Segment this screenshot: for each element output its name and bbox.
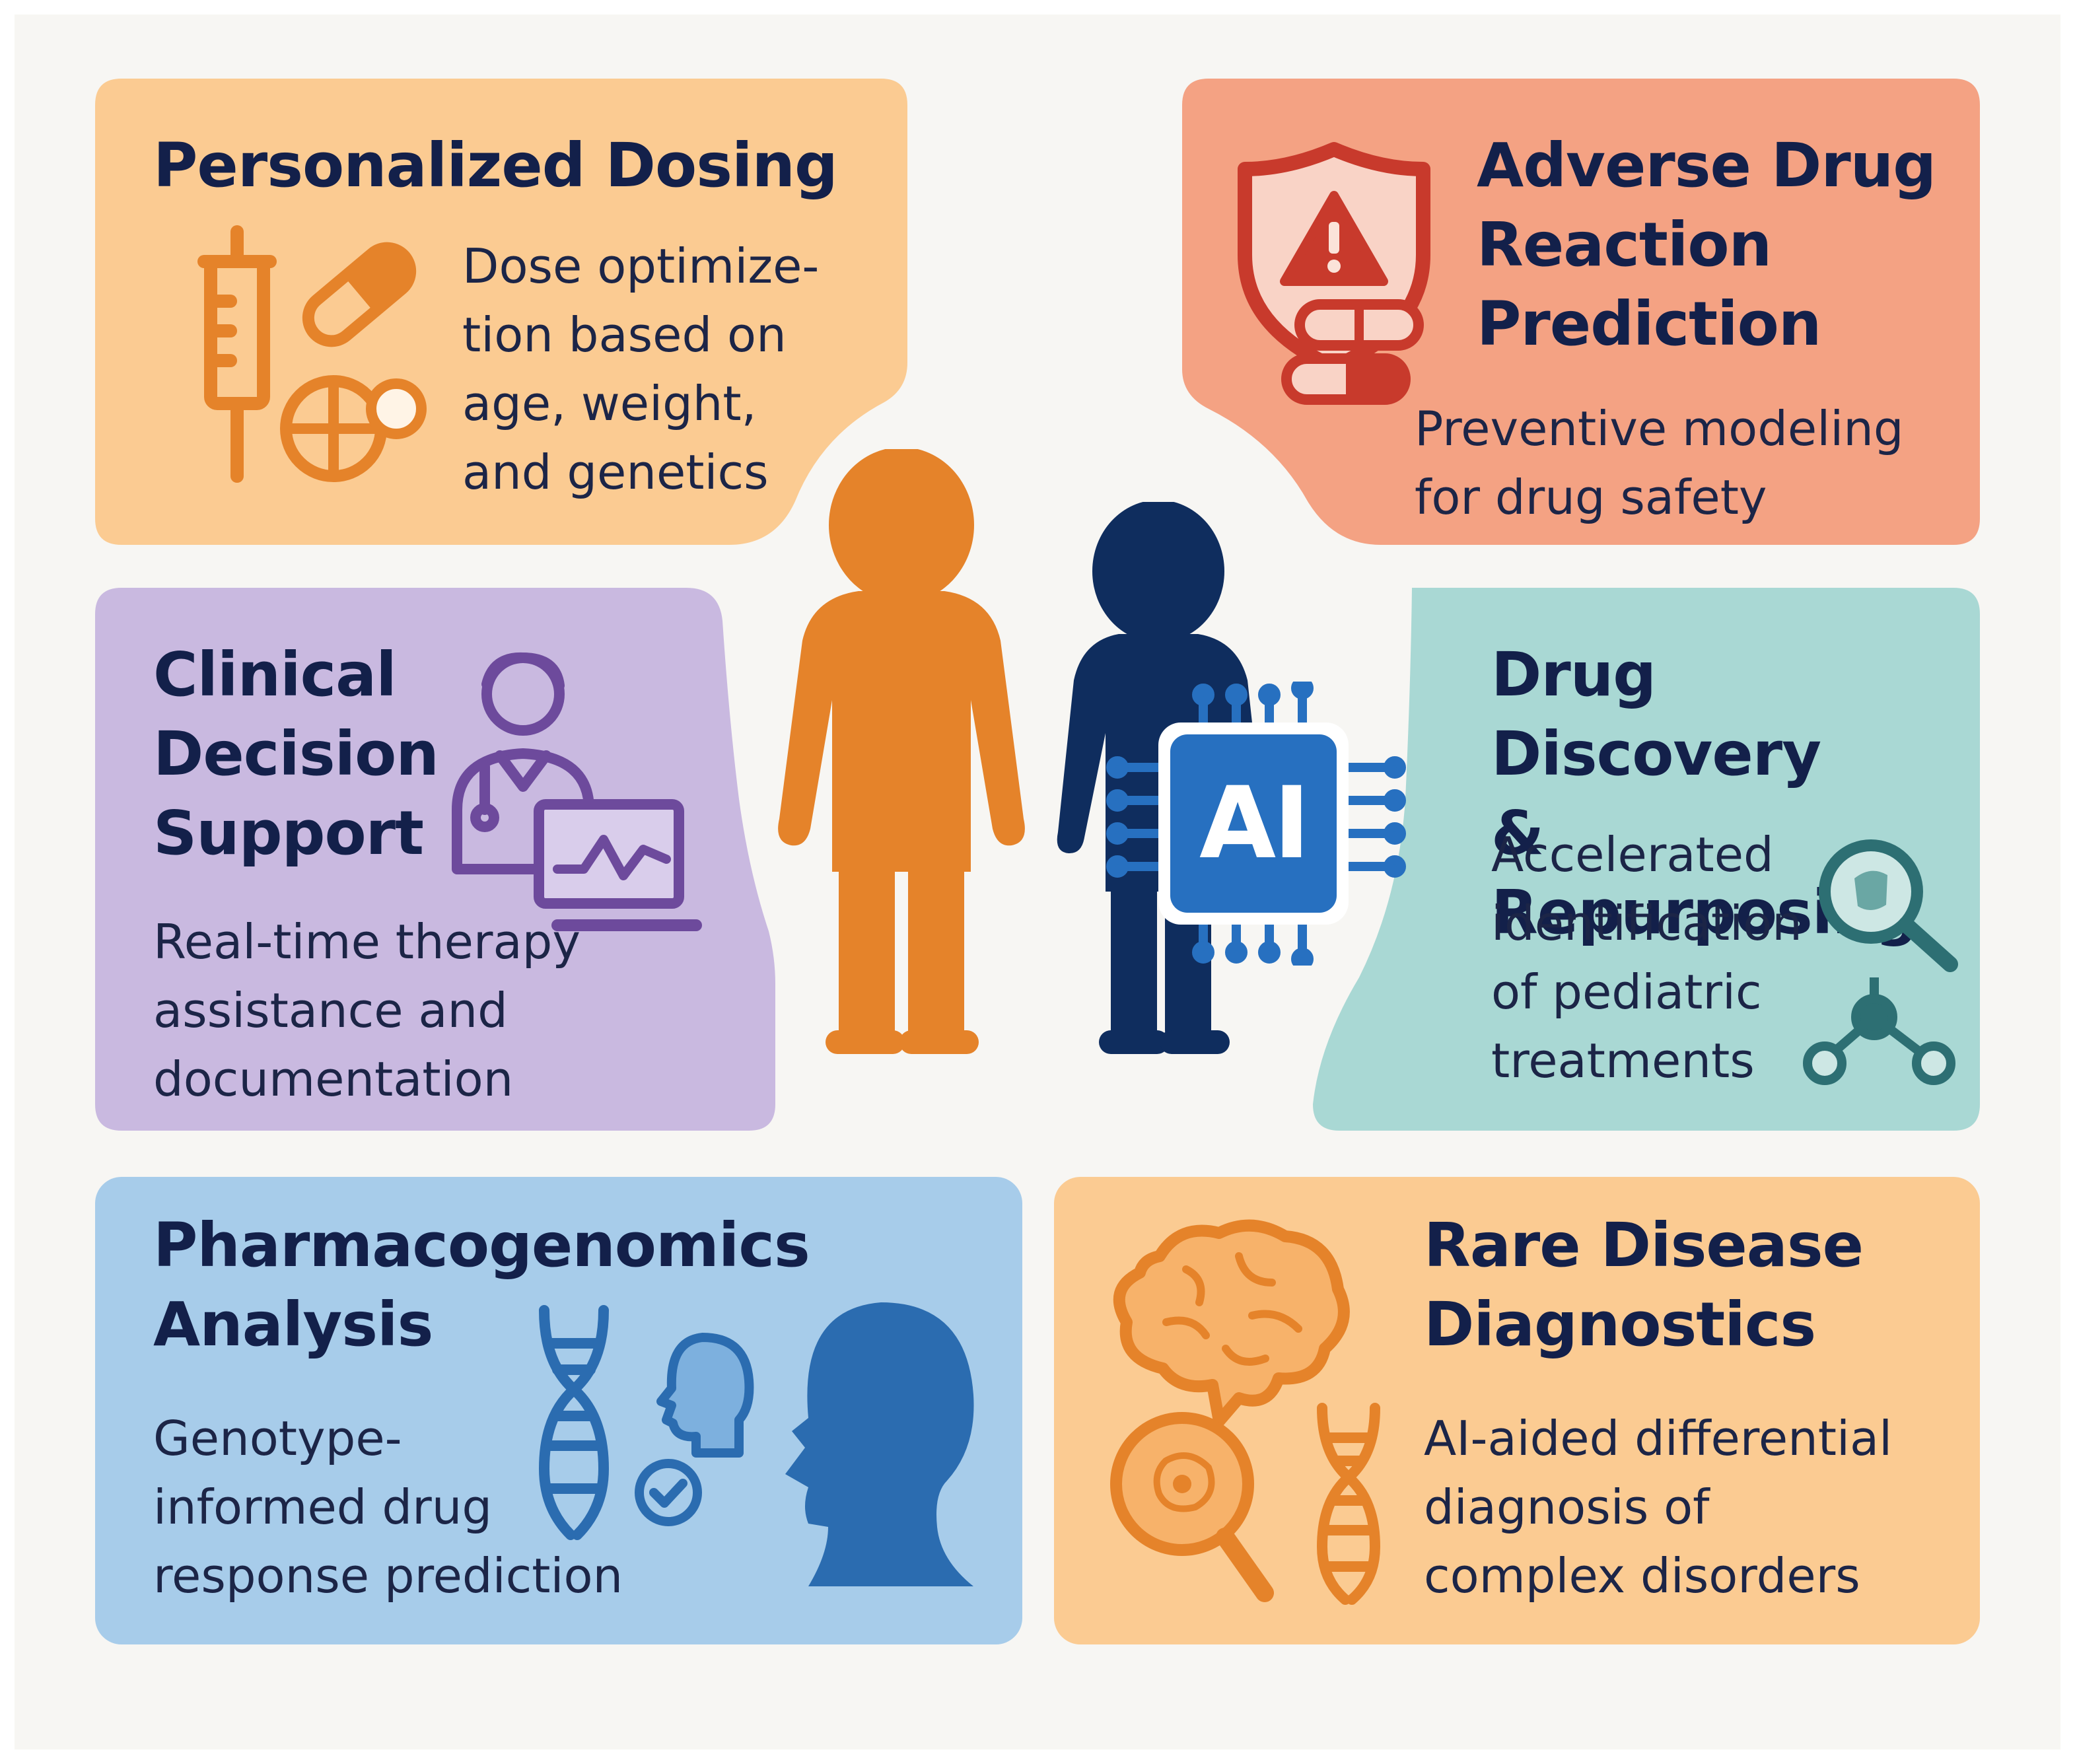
ai-chip: AI — [1104, 682, 1408, 966]
card-description: Real-time therapy assistance and documen… — [153, 914, 580, 1107]
dna-icon — [1316, 1403, 1381, 1605]
card-title: Pharmacogenomics Analysis — [153, 1210, 810, 1360]
card-drug-discovery: Drug Discovery & Repurposing Accelerated… — [1313, 588, 1980, 1131]
card-description: Preventive modeling for drug safety — [1415, 401, 1904, 525]
card-description: AI-aided differential diagnosis of compl… — [1424, 1411, 1893, 1604]
ai-chip-icon — [1106, 682, 1406, 966]
molecule-icon — [1803, 977, 1955, 1085]
card-adverse-drug-reaction: Adverse Drug Reaction Prediction Prevent… — [1182, 79, 1980, 545]
card-description: Genotype- informed drug response predict… — [153, 1411, 623, 1604]
card-pharmacogenomics: Pharmacogenomics Analysis Genotype- info… — [95, 1177, 1022, 1644]
capsule-icon — [302, 242, 417, 347]
card-title: Clinical Decision Support — [153, 639, 439, 868]
check-circle-icon — [635, 1459, 702, 1526]
card-personalized-dosing: Personalized Dosing Dose optimize- tion … — [95, 79, 907, 545]
monitor-chart-icon — [534, 799, 702, 931]
magnifier-icon — [1819, 839, 1958, 972]
doctor-icon — [452, 652, 594, 874]
card-title: Personalized Dosing — [153, 130, 838, 201]
pills-icon — [1281, 299, 1424, 405]
card-description: Dose optimize- tion based on age, weight… — [462, 238, 820, 500]
head-profile-icon — [656, 1333, 754, 1458]
dna-icon — [538, 1305, 610, 1540]
card-clinical-decision-support: Clinical Decision Support Real-time ther… — [95, 588, 775, 1131]
infographic-canvas: Personalized Dosing Dose optimize- tion … — [15, 15, 2060, 1749]
card-rare-disease: Rare Disease Diagnostics AI-aided differ… — [1054, 1177, 1980, 1644]
brain-icon — [1113, 1219, 1350, 1427]
ai-chip-label: AI — [1199, 766, 1310, 881]
card-background — [95, 588, 775, 1131]
child-silhouette-icon — [778, 449, 1025, 1054]
syringe-icon — [197, 225, 277, 483]
tablet-icon — [280, 375, 427, 482]
card-background — [1313, 588, 1980, 1131]
card-title: Rare Disease Diagnostics — [1424, 1210, 1864, 1360]
microscope-magnifier-icon — [1110, 1412, 1274, 1602]
child-head-icon — [785, 1302, 974, 1586]
card-description: Accelerated identification of pediatric … — [1491, 827, 1802, 1088]
card-title: Adverse Drug Reaction Prediction — [1477, 130, 1936, 359]
